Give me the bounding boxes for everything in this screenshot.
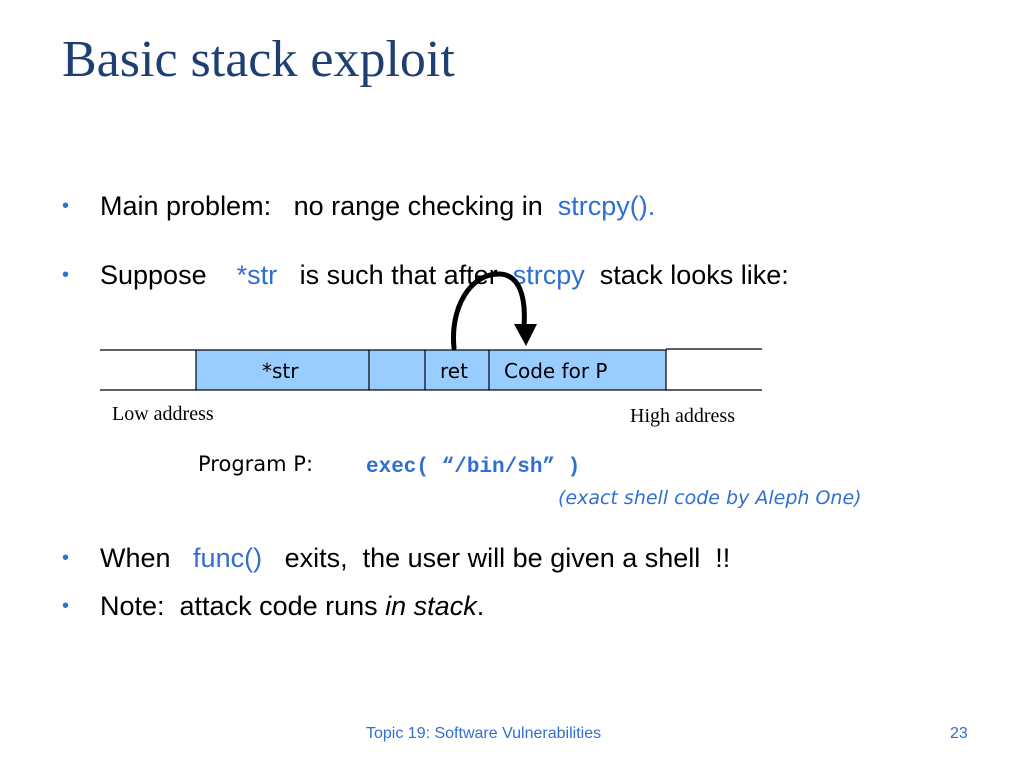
- bullet-dot: •: [62, 195, 70, 217]
- return-jump-arrow: [450, 271, 537, 350]
- footer-topic: Topic 19: Software Vulnerabilities: [366, 725, 602, 742]
- program-label: Program P:: [198, 452, 314, 476]
- bullet-text: Note: attack code runs: [100, 591, 386, 621]
- bullet-code-strcpy: strcpy: [512, 260, 585, 290]
- page-number: 23: [950, 725, 968, 742]
- bullet-text-post: stack looks like:: [584, 260, 789, 290]
- low-address-label: Low address: [112, 403, 214, 425]
- bullet-text: When: [100, 543, 194, 573]
- stack-diagram: *str ret Code for P: [100, 347, 762, 393]
- bullet-code-str: *str: [236, 260, 278, 290]
- bullet-code-func: func(): [193, 543, 263, 573]
- bullet-main-problem: • Main problem: no range checking in strc…: [62, 193, 655, 220]
- stack-highlight-region: [195, 349, 667, 391]
- stack-cell-ret: ret: [440, 359, 468, 383]
- program-code: exec( “/bin/sh” ): [366, 456, 581, 479]
- high-address-label: High address: [630, 405, 735, 427]
- slide-title: Basic stack exploit: [62, 31, 455, 88]
- bullet-dot: •: [62, 547, 70, 569]
- bullet-dot: •: [62, 595, 70, 617]
- bullet-text-post: exits, the user will be given a shell !!: [262, 543, 731, 573]
- bullet-text-post: .: [476, 591, 485, 621]
- bullet-suppose: •Suppose *str is such that after strcpy …: [62, 262, 789, 289]
- bullet-when: • When func() exits, the user will be giv…: [62, 545, 730, 572]
- stack-cell-str: *str: [262, 359, 299, 383]
- stack-cell-code-for-p: Code for P: [504, 359, 608, 383]
- bullet-text: Suppose: [100, 260, 237, 290]
- program-note: (exact shell code by Aleph One): [558, 487, 862, 509]
- bullet-dot: •: [62, 264, 70, 286]
- bullet-code: strcpy().: [557, 191, 656, 221]
- bullet-text: Main problem: no range checking in: [100, 191, 558, 221]
- bullet-note: • Note: attack code runs in stack.: [62, 593, 484, 620]
- bullet-emphasis: in stack: [385, 591, 477, 621]
